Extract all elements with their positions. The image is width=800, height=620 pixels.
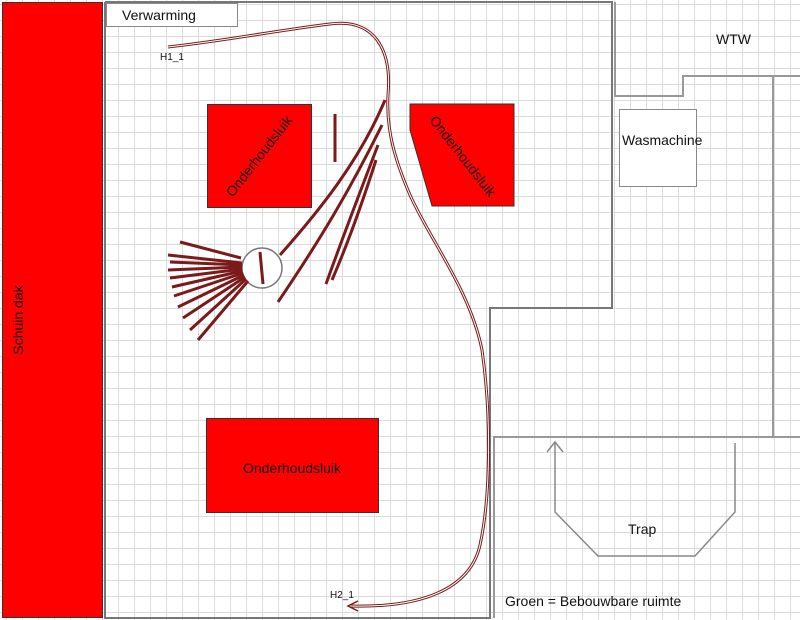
stairs-outline <box>554 443 736 557</box>
turntable-radial-tracks <box>167 240 250 341</box>
wtw-room-wall <box>614 2 800 97</box>
hatch-bottom-label: Onderhoudsluik <box>242 460 342 476</box>
stairs-label: Trap <box>628 521 657 537</box>
sloped-roof-area <box>2 2 103 618</box>
wtw-label: WTW <box>716 31 751 47</box>
legend-label: Groen = Bebouwbare ruimte <box>505 593 682 609</box>
main-room-wall <box>104 1 613 619</box>
hatch-top-right <box>409 103 515 207</box>
stairs-arrow-icon <box>546 440 564 453</box>
start-marker-label: H1_1 <box>160 52 184 63</box>
washer-box <box>619 109 697 187</box>
main-track <box>167 21 491 608</box>
hatch-top-left <box>207 104 312 208</box>
heating-label: Verwarming <box>122 7 196 23</box>
end-arrow-icon <box>346 600 359 612</box>
end-marker-label: H2_1 <box>330 590 354 601</box>
washer-label: Wasmachine <box>622 132 703 148</box>
hatch-bottom <box>206 418 379 513</box>
heating-box <box>106 3 238 27</box>
branch-tracks <box>276 99 387 303</box>
stairwell-wall <box>493 436 800 618</box>
roof-label: Schuin dak <box>10 285 26 355</box>
